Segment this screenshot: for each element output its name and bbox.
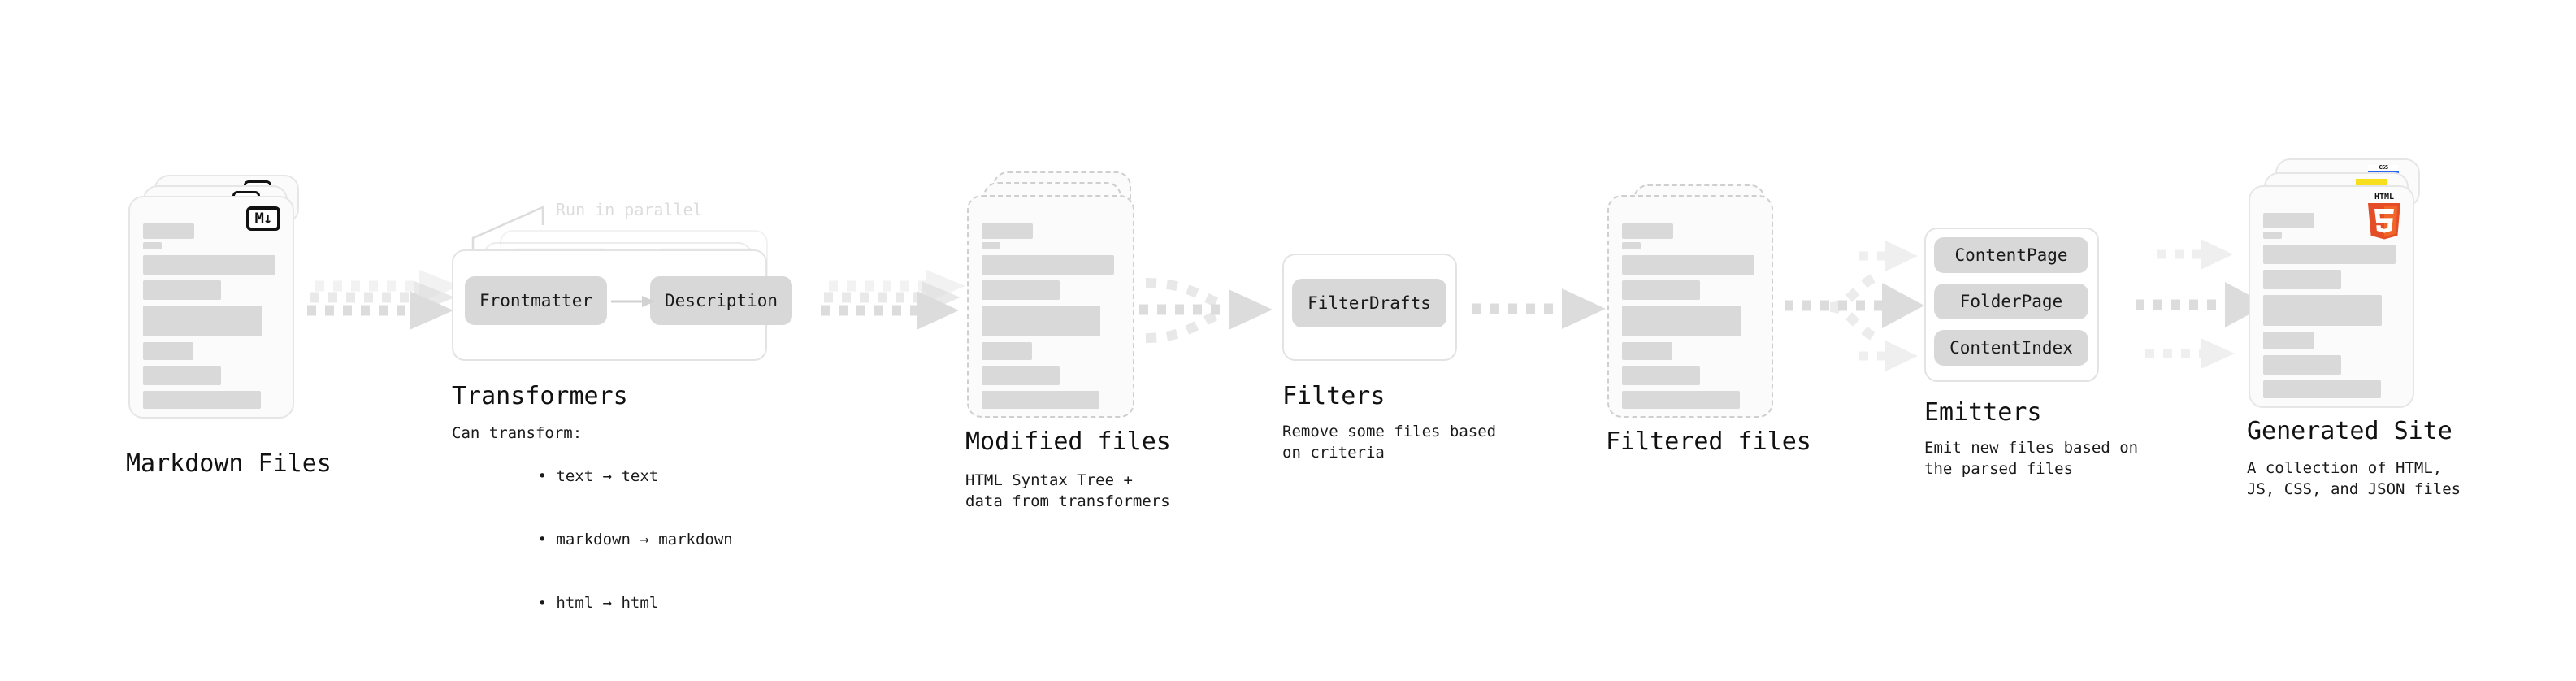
card-bar: [982, 366, 1060, 385]
card-bar: [2263, 380, 2381, 398]
card-bar: [1622, 255, 1754, 275]
card-bar: [1622, 366, 1700, 385]
bullet-item: • html → html: [537, 594, 659, 612]
run-in-parallel-label: Run in parallel: [556, 200, 703, 219]
card-bar: [143, 306, 262, 336]
card-bar: [2263, 232, 2282, 239]
stage-title-markdown-files: Markdown Files: [126, 449, 332, 478]
card-bar: [1622, 391, 1740, 409]
connector-transformers-to-modified: [821, 270, 965, 330]
css-badge-label: CSS: [2379, 164, 2388, 171]
markdown-badge-icon: M↓: [246, 206, 280, 231]
card-bar: [2263, 295, 2382, 326]
stage-title-filtered-files: Filtered files: [1606, 427, 1811, 456]
card-bar: [143, 391, 261, 409]
svg-text:HTML: HTML: [2374, 193, 2394, 202]
card-bar: [1622, 280, 1700, 300]
card-bar: [1622, 223, 1673, 239]
card-bar: [2263, 270, 2341, 289]
card-bar: [982, 391, 1099, 409]
connector-filters-to-filtered: [1472, 288, 1606, 329]
card-bar: [982, 242, 1000, 249]
card-bar: [982, 306, 1100, 336]
card-bar: [2263, 213, 2314, 228]
card-bar: [1622, 242, 1641, 249]
stage-title-generated-site: Generated Site: [2247, 417, 2452, 445]
emitter-pill-contentindex: ContentIndex: [1934, 330, 2088, 366]
card-bar: [143, 255, 275, 275]
html5-badge-icon: HTML: [2368, 193, 2400, 240]
bullet-item: • text → text: [537, 467, 659, 485]
card-bar: [143, 342, 193, 360]
card-bar: [2263, 245, 2396, 264]
card-bar: [982, 280, 1060, 300]
stage-title-emitters: Emitters: [1924, 398, 2042, 427]
emitter-pill-contentpage: ContentPage: [1934, 237, 2088, 273]
emitters-description: Emit new files based on the parsed files: [1924, 439, 2139, 478]
transformer-pill-frontmatter: Frontmatter: [465, 276, 607, 325]
card-bar: [982, 342, 1032, 360]
stage-title-modified-files: Modified files: [965, 427, 1171, 456]
transformers-bullets: • text → text • markdown → markdown • ht…: [463, 445, 733, 635]
card-bar: [2263, 332, 2314, 349]
filter-pill-filterdrafts: FilterDrafts: [1292, 279, 1446, 327]
card-bar: [143, 280, 221, 300]
connector-filtered-to-emitters: [1785, 241, 1924, 371]
stage-title-filters: Filters: [1282, 382, 1386, 410]
stage-title-transformers: Transformers: [452, 382, 628, 410]
card-bar: [143, 223, 194, 239]
connector-modified-to-filters: [1139, 278, 1273, 343]
card-bar: [982, 223, 1033, 239]
generated-site-description: A collection of HTML, JS, CSS, and JSON …: [2247, 459, 2461, 498]
card-bar: [1622, 306, 1741, 336]
run-in-parallel-bracket: [471, 206, 544, 254]
transformer-arrow-front: [611, 296, 655, 307]
emitter-pill-folderpage: FolderPage: [1934, 284, 2088, 319]
connector-markdown-to-transformers: [307, 270, 460, 330]
card-bar: [2263, 355, 2341, 375]
card-bar: [982, 255, 1114, 275]
card-bar: [1622, 342, 1672, 360]
bullet-item: • markdown → markdown: [537, 531, 733, 549]
connector-emitters-to-site: [2136, 239, 2267, 369]
card-bar: [143, 366, 221, 385]
transformers-description: Can transform:: [452, 424, 583, 442]
transformer-pill-description: Description: [650, 276, 792, 325]
modified-files-description: HTML Syntax Tree + data from transformer…: [965, 471, 1170, 510]
filters-description: Remove some files based on criteria: [1282, 423, 1497, 462]
card-bar: [143, 242, 162, 249]
